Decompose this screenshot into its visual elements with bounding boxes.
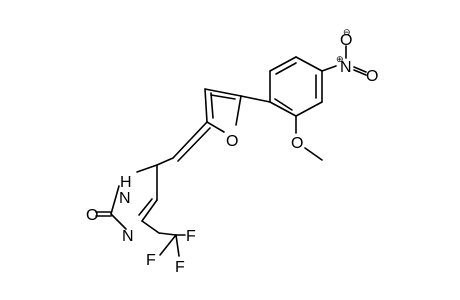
trifluoromethyl-group: F F F bbox=[146, 228, 196, 276]
bond bbox=[206, 121, 225, 133]
bond bbox=[353, 69, 367, 76]
bond bbox=[110, 213, 127, 230]
bond bbox=[159, 234, 177, 256]
benzene-ring bbox=[269, 56, 323, 117]
bond bbox=[204, 88, 242, 97]
atom-fluorine-label: F bbox=[146, 252, 156, 269]
vinyl-linker bbox=[156, 121, 211, 166]
pyrimidinone-ring: H N O N bbox=[86, 164, 160, 245]
atom-hydrogen-label: H bbox=[120, 174, 132, 191]
bond bbox=[269, 101, 297, 117]
nitro-group: O ⊖ N ⊕ O bbox=[321, 27, 378, 85]
bond bbox=[321, 65, 337, 72]
positive-charge-label: ⊕ bbox=[336, 54, 344, 64]
bond bbox=[156, 157, 174, 166]
bond bbox=[240, 95, 271, 103]
bond bbox=[172, 121, 208, 159]
atom-fluorine-label: F bbox=[186, 228, 196, 245]
bond-double-inner bbox=[177, 127, 211, 162]
atom-fluorine-label: F bbox=[175, 259, 185, 276]
bond bbox=[110, 185, 120, 215]
negative-charge-label: ⊖ bbox=[343, 27, 351, 37]
atom-oxygen-label: O bbox=[86, 207, 98, 224]
bond-double-inner bbox=[274, 98, 293, 111]
atom-oxygen-label: O bbox=[340, 32, 352, 49]
methoxy-group: O bbox=[291, 115, 323, 161]
atom-oxygen-label: O bbox=[291, 135, 303, 152]
atom-oxygen-label: O bbox=[366, 68, 378, 85]
bond bbox=[235, 95, 242, 126]
bond bbox=[269, 56, 297, 72]
atom-nitrogen-label: N bbox=[340, 59, 352, 76]
furan-ring: O bbox=[204, 88, 242, 150]
bond bbox=[175, 234, 180, 257]
bond-double-inner bbox=[138, 198, 153, 216]
bond bbox=[141, 199, 158, 222]
bond bbox=[136, 164, 158, 173]
bond bbox=[295, 101, 323, 117]
bond bbox=[295, 56, 323, 72]
bond-double-inner bbox=[210, 92, 214, 119]
bond bbox=[353, 66, 367, 73]
bond bbox=[204, 88, 208, 123]
bond bbox=[158, 232, 177, 236]
atom-nitrogen-label: N bbox=[122, 228, 134, 245]
atom-nitrogen-label: N bbox=[119, 190, 131, 207]
bond bbox=[141, 220, 160, 234]
atom-oxygen-label: O bbox=[226, 133, 238, 150]
bond-double-inner bbox=[275, 62, 297, 75]
bond bbox=[304, 147, 323, 161]
bond-double-inner bbox=[210, 94, 236, 100]
